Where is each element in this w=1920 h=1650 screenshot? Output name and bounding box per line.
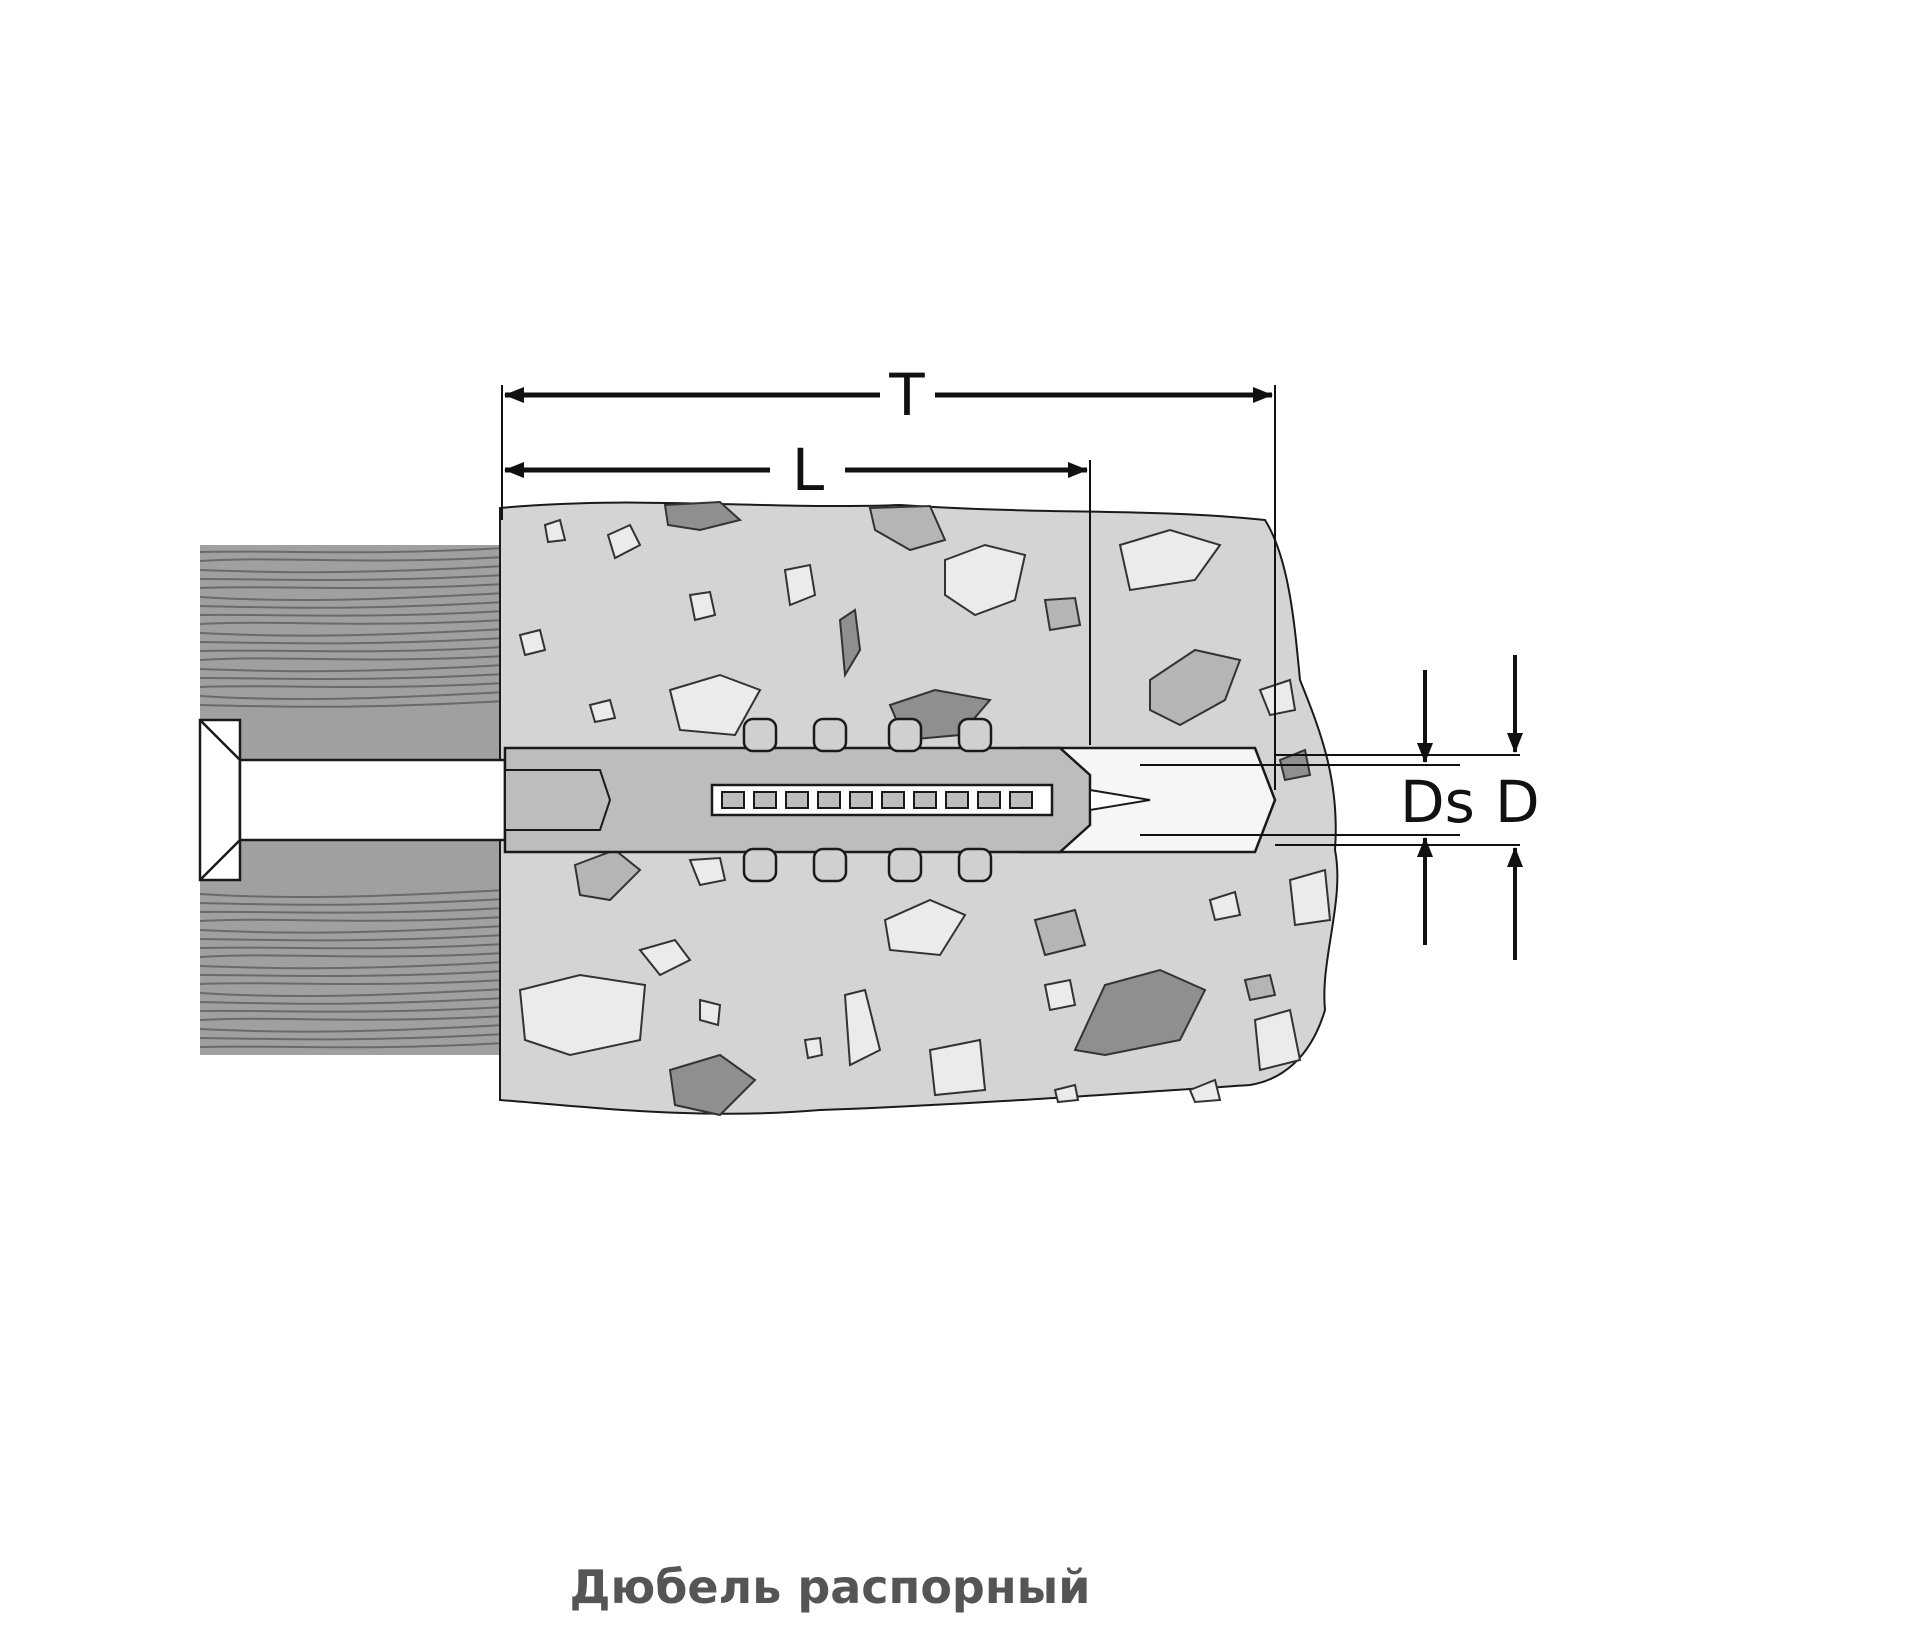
slot-segment [945, 791, 969, 809]
dowel-rib [887, 717, 923, 753]
wood-grain-line [199, 619, 506, 625]
wood-grain-line [199, 592, 506, 602]
label-d: D [1495, 768, 1540, 836]
dowel-rib [812, 847, 848, 883]
wood-grain-line [199, 628, 506, 637]
wood-grain-line [199, 898, 506, 906]
wood-grain-line [199, 1006, 506, 1013]
wood-grain-line [199, 979, 506, 985]
wood-grain-line [199, 574, 506, 581]
wood-grain-line [199, 655, 506, 661]
wood-grain-line [199, 952, 506, 958]
dowel-assembly [198, 717, 1151, 883]
wood-grain-line [199, 916, 506, 922]
wood-grain-line [199, 673, 506, 680]
wood-grain-line [199, 601, 506, 609]
slot-segment [721, 791, 745, 809]
dowel-ribs [742, 717, 993, 883]
dowel-rib [812, 717, 848, 753]
wood-grain-line [199, 691, 506, 701]
wood-grain-line [199, 637, 506, 645]
wood-grain-line [199, 934, 506, 942]
wood-grain-line [199, 943, 506, 950]
slot-segment [753, 791, 777, 809]
concrete-aggregate [518, 500, 1332, 1117]
wood-grain-line [199, 565, 506, 574]
countersink [198, 718, 242, 882]
slot-segment [849, 791, 873, 809]
wood-grain-line [199, 889, 506, 899]
label-t: T [888, 361, 925, 429]
wood-grain [199, 547, 506, 1049]
slot-segment [913, 791, 937, 809]
dowel-rib [742, 847, 778, 883]
screw-tip [504, 769, 612, 831]
wood-grain-line [199, 610, 506, 617]
dimension-lines [501, 385, 1523, 960]
dowel-rib [742, 717, 778, 753]
diagram-caption: Дюбель распорный [569, 1560, 1091, 1614]
shank [238, 758, 507, 842]
wood-grain-line [199, 646, 506, 653]
slot-segment [881, 791, 905, 809]
wood-grain-line [199, 1042, 506, 1049]
wood-grain-line [199, 1024, 506, 1033]
dowel-rib [887, 847, 923, 883]
wood-grain-line [199, 1033, 506, 1041]
wood-grain-line [199, 997, 506, 1005]
dowel-rib [957, 717, 993, 753]
wood-grain-line [199, 925, 506, 934]
wood-grain-line [199, 664, 506, 673]
label-ds: Ds [1400, 768, 1475, 836]
slot-segment [977, 791, 1001, 809]
wood-grain-line [199, 988, 506, 998]
slot-segment [817, 791, 841, 809]
wood-grain-line [199, 961, 506, 970]
slot-segment [785, 791, 809, 809]
wood-grain-line [199, 682, 506, 688]
label-l: L [792, 436, 824, 504]
wood-grain-line [199, 547, 506, 554]
dowel-rib [957, 847, 993, 883]
wood-grain-line [199, 583, 506, 589]
wood-grain-line [199, 556, 506, 562]
wood-grain-line [199, 1015, 506, 1021]
slot-segment [1009, 791, 1033, 809]
wood-grain-line [199, 970, 506, 977]
wood-grain-line [199, 907, 506, 914]
wood-grain-line [199, 700, 506, 708]
